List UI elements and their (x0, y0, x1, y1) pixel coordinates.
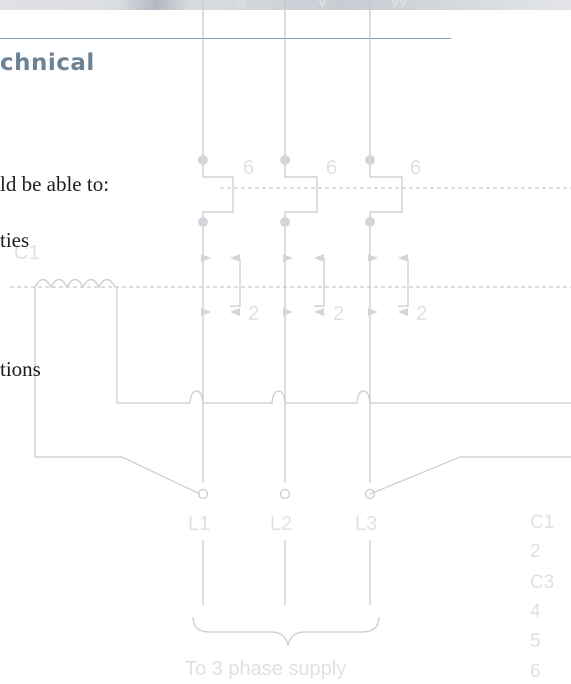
contact-arrow (314, 254, 324, 262)
body-text-line: tions (0, 357, 41, 381)
terminal-label-l2: L2 (270, 513, 292, 535)
overload-link-1 (202, 160, 234, 222)
contact-arrow (230, 254, 240, 262)
contact-label: 6 (410, 157, 421, 179)
top-label: V (316, 0, 329, 12)
l3-to-control-lead (369, 456, 461, 495)
legend-item: 2 (530, 541, 541, 562)
body-text-line: ld be able to: (0, 172, 110, 196)
aux-label: 2 (416, 303, 427, 325)
terminal-l1-dot (197, 488, 209, 500)
legend-item: 5 (530, 631, 541, 652)
node-dot-3 (365, 155, 375, 165)
header-photo-detail (118, 0, 188, 10)
coil-symbol (34, 278, 116, 289)
contact-arrow (398, 254, 408, 262)
supply-label: To 3 phase supply (185, 658, 346, 680)
supply-brace (192, 616, 380, 646)
overload-link-3 (369, 160, 403, 222)
coil-label: C1 (14, 242, 40, 264)
legend-item: C3 (530, 572, 554, 593)
control-line (117, 390, 571, 404)
aux-label: 2 (248, 303, 259, 325)
top-label: 3 (235, 0, 246, 12)
section-title: chnical (0, 50, 95, 76)
body-text-line: ties (0, 228, 30, 252)
terminal-l3-dot (364, 488, 376, 500)
header-divider (0, 38, 451, 39)
aux-path-1 (230, 258, 241, 307)
legend-item: 4 (530, 601, 541, 622)
contact-arrow (398, 308, 408, 316)
contact-arrow (201, 308, 211, 316)
legend-item: 6 (530, 661, 541, 682)
contact-arrow (283, 308, 293, 316)
contact-arrow (201, 254, 211, 262)
contact-arrow (230, 308, 240, 316)
terminal-label-l3: L3 (355, 513, 377, 535)
node-dot-1 (198, 155, 208, 165)
aux-label: 2 (333, 303, 344, 325)
aux-path-3 (398, 258, 409, 307)
aux-path-2 (314, 258, 325, 307)
coil-to-l1-lead (121, 456, 201, 495)
legend-item: C1 (530, 512, 554, 533)
contact-arrow (368, 254, 378, 262)
node-dot-4 (198, 217, 208, 227)
contact-arrow (283, 254, 293, 262)
node-dot-2 (280, 155, 290, 165)
node-dot-5 (280, 217, 290, 227)
terminal-label-l1: L1 (188, 513, 210, 535)
top-label: W (390, 0, 408, 12)
node-dot-6 (365, 217, 375, 227)
contact-label: 6 (326, 157, 337, 179)
terminal-l2-dot (279, 488, 291, 500)
contact-label: 6 (243, 157, 254, 179)
overload-link-2 (284, 160, 318, 222)
contact-arrow (368, 308, 378, 316)
contact-arrow (314, 308, 324, 316)
